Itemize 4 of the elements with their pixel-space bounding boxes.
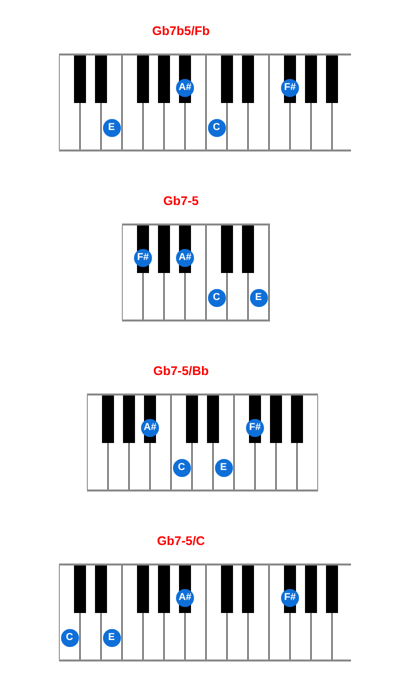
chord-name: Gb7-5/C xyxy=(157,534,205,548)
chord-name: Gb7-5 xyxy=(163,194,199,208)
chord-name: Gb7b5/Fb xyxy=(152,24,210,38)
chord-name: Gb7-5/Bb xyxy=(153,364,209,378)
